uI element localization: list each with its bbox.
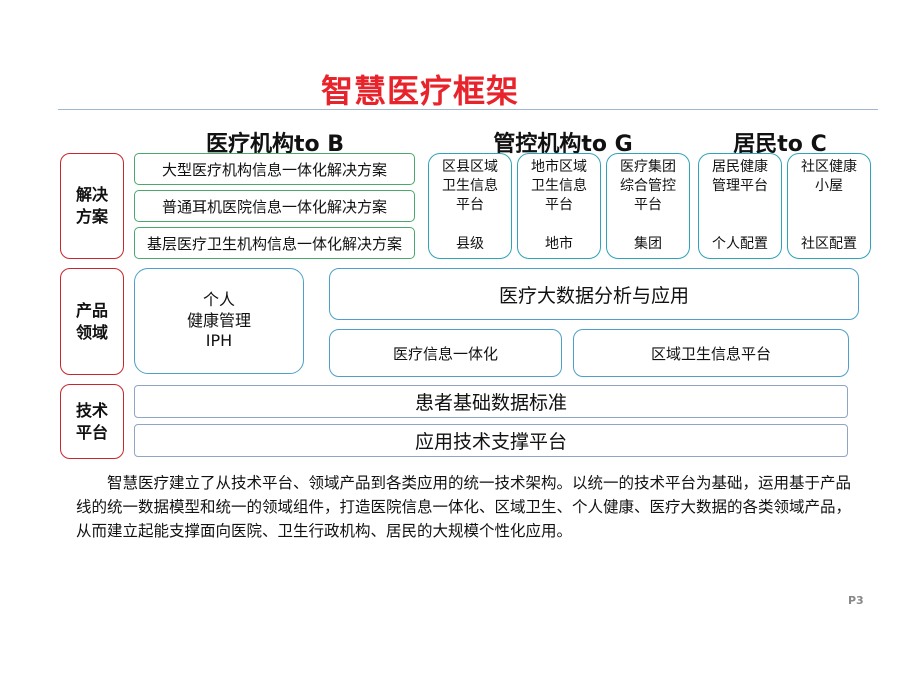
tech-app-support-platform: 应用技术支撑平台: [134, 424, 848, 457]
solution-city-line-2: 卫生信息: [531, 177, 587, 194]
product-regional-info: 区域卫生信息平台: [573, 329, 849, 377]
solution-county-line-1: 区县区域: [442, 159, 498, 175]
product-iph-line-3: IPH: [205, 331, 233, 351]
solution-resident-line-2: 管理平台: [712, 177, 768, 194]
solution-county-line-2: 卫生信息: [442, 177, 498, 194]
row-label-tech: 技术平台: [60, 384, 124, 459]
product-hospital-info-label: 医疗信息一体化: [392, 344, 498, 363]
column-header-to-g: 管控机构to G: [493, 132, 633, 157]
product-iph-line-2: 健康管理: [186, 310, 251, 330]
solution-community-line-1: 社区健康: [801, 159, 857, 175]
solution-group-platform: 医疗集团 综合管控 平台 集团: [606, 153, 690, 259]
solution-city-line-1: 地市区域: [531, 159, 587, 175]
column-header-to-b: 医疗机构to B: [205, 132, 345, 157]
solution-city-platform: 地市区域 卫生信息 平台 地市: [517, 153, 601, 259]
product-hospital-info: 医疗信息一体化: [329, 329, 562, 377]
page-number: P3: [848, 594, 864, 607]
solution-group-line-1: 医疗集团: [620, 159, 676, 175]
solution-primary-care-label: 基层医疗卫生机构信息一体化解决方案: [146, 234, 402, 253]
product-big-data: 医疗大数据分析与应用: [329, 268, 859, 320]
product-iph: 个人 健康管理 IPH: [134, 268, 304, 374]
solution-resident-level: 个人配置: [712, 236, 768, 253]
row-label-products: 产品领域: [60, 268, 124, 375]
solution-group-line-3: 平台: [634, 196, 662, 213]
product-regional-info-label: 区域卫生信息平台: [650, 344, 771, 363]
solution-general-hospital: 普通耳机医院信息一体化解决方案: [134, 190, 415, 222]
solution-group-line-2: 综合管控: [620, 177, 676, 194]
solution-general-hospital-label: 普通耳机医院信息一体化解决方案: [161, 197, 387, 216]
solution-community-line-2: 小屋: [815, 177, 843, 194]
row-label-solutions: 解决方案: [60, 153, 124, 259]
row-label-tech-text: 技术平台: [75, 400, 108, 442]
solution-community-level: 社区配置: [801, 236, 857, 253]
solution-community-hut: 社区健康 小屋 社区配置: [787, 153, 871, 259]
solution-city-level: 地市: [545, 236, 573, 253]
solution-primary-care: 基层医疗卫生机构信息一体化解决方案: [134, 227, 415, 259]
row-label-solutions-text: 解决方案: [75, 185, 108, 226]
solution-large-hospital: 大型医疗机构信息一体化解决方案: [134, 153, 415, 185]
solution-large-hospital-label: 大型医疗机构信息一体化解决方案: [161, 160, 387, 179]
description-paragraph: 智慧医疗建立了从技术平台、领域产品到各类应用的统一技术架构。以统一的技术平台为基…: [76, 474, 852, 540]
solution-resident-health: 居民健康 管理平台 个人配置: [698, 153, 782, 259]
tech-patient-data-label: 患者基础数据标准: [414, 392, 567, 414]
solution-group-level: 集团: [634, 236, 662, 253]
solution-city-line-3: 平台: [545, 196, 573, 213]
product-iph-line-1: 个人: [202, 289, 235, 309]
tech-patient-data-standard: 患者基础数据标准: [134, 385, 848, 418]
row-label-products-text: 产品领域: [75, 300, 108, 342]
solution-resident-line-1: 居民健康: [712, 159, 768, 175]
solution-county-line-3: 平台: [456, 196, 484, 213]
page-title: 智慧医疗框架: [320, 72, 519, 110]
solution-county-platform: 区县区域 卫生信息 平台 县级: [428, 153, 512, 259]
title-divider: [58, 109, 878, 110]
tech-app-support-label: 应用技术支撑平台: [414, 431, 567, 453]
product-big-data-label: 医疗大数据分析与应用: [498, 284, 689, 307]
column-header-to-c: 居民to C: [733, 132, 827, 157]
solution-county-level: 县级: [456, 236, 484, 253]
